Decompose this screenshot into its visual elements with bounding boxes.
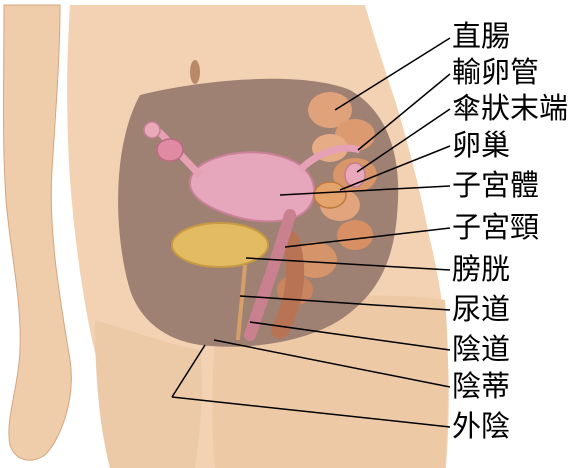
label-clitoris: 陰蒂 [452,372,510,401]
label-uterus-body: 子宮體 [452,171,539,200]
label-ovary: 卵巢 [452,131,510,160]
navel [190,60,200,84]
fimbriae-left [144,122,160,138]
label-bladder: 膀胱 [452,255,510,284]
label-fimbriae: 傘狀末端 [452,94,568,123]
label-fallopian-tube: 輸卵管 [452,58,539,87]
label-urethra: 尿道 [452,295,510,324]
label-vulva: 外陰 [452,412,510,441]
bladder [172,223,268,267]
arm-left [4,5,72,460]
ovary-right [314,182,346,208]
label-rectum: 直腸 [452,22,510,51]
ovary-left [157,139,183,161]
label-cervix: 子宮頸 [452,213,539,242]
label-vagina: 陰道 [452,335,510,364]
